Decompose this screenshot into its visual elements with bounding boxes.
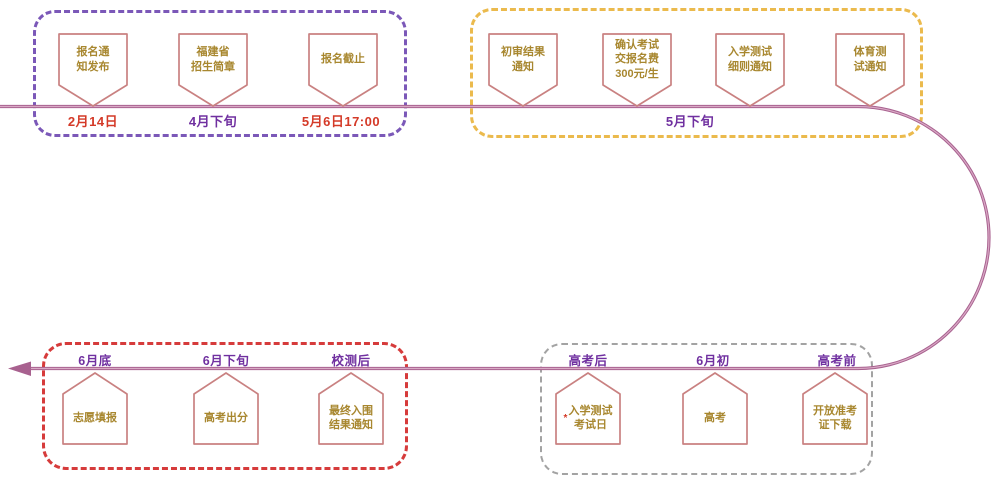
banner-admission-ticket-download: 开放准考 证下载 — [802, 372, 868, 445]
label-late-june: 6月下旬 — [202, 354, 250, 368]
required-asterisk: * — [563, 412, 568, 424]
final-stage-box — [42, 342, 408, 470]
label-after-gaokao: 高考后 — [568, 354, 608, 368]
pennant-shape — [802, 372, 868, 445]
pennant-shape — [555, 372, 621, 445]
review-stage-box — [470, 8, 923, 138]
pennant-shape — [62, 372, 128, 445]
pennant-shape — [602, 33, 672, 107]
banner-text: 报名截止 — [321, 53, 365, 66]
banner-pe-test-notice: 体育测 试通知 — [835, 33, 905, 107]
banner-text: 志愿填报 — [73, 411, 117, 424]
pennant-shape — [178, 33, 248, 107]
pennant-shape — [715, 33, 785, 107]
banner-entrance-test-day: *入学测试 考试日 — [555, 372, 621, 445]
date-label-feb14: 2月14日 — [67, 114, 119, 129]
banner-final-shortlist-result: 最终入围 结果通知 — [318, 372, 384, 445]
date-label-late-may: 5月下旬 — [665, 114, 715, 129]
banner-entrance-test-rules: 入学测试 细则通知 — [715, 33, 785, 107]
pennant-shape — [308, 33, 378, 107]
timeline-line-highlight — [0, 105, 990, 370]
banner-registration-notice: 报名通 知发布 — [58, 33, 128, 107]
label-after-campus-test: 校测后 — [331, 354, 371, 368]
banner-text: 福建省 招生简章 — [191, 46, 235, 73]
pennant-shape — [488, 33, 558, 107]
label-end-of-june: 6月底 — [78, 354, 112, 368]
banner-text: *入学测试 考试日 — [557, 394, 619, 442]
date-label-late-april: 4月下旬 — [188, 114, 238, 129]
banner-text: 高考出分 — [204, 411, 248, 424]
banner-text: 高考 — [704, 411, 726, 424]
pennant-shape — [835, 33, 905, 107]
pennant-shape — [318, 372, 384, 445]
date-label-may6-deadline: 5月6日17:00 — [301, 114, 381, 129]
pennant-shape — [682, 372, 748, 445]
banner-initial-review-result: 初审结果 通知 — [488, 33, 558, 107]
banner-gaokao: 高考 — [682, 372, 748, 445]
banner-text: 体育测 试通知 — [853, 46, 887, 73]
banner-text: 确认考试 交报名费 300元/生 — [615, 39, 659, 80]
banner-volunteer-filling: 志愿填报 — [62, 372, 128, 445]
label-before-gaokao: 高考前 — [817, 354, 857, 368]
banner-text-main: 入学测试 考试日 — [568, 404, 613, 431]
banner-fujian-admission-guide: 福建省 招生简章 — [178, 33, 248, 107]
banner-registration-deadline: 报名截止 — [308, 33, 378, 107]
timeline-line — [0, 104, 991, 371]
pennant-shape — [58, 33, 128, 107]
banner-gaokao-score-release: 高考出分 — [193, 372, 259, 445]
banner-confirm-exam-fee: 确认考试 交报名费 300元/生 — [602, 33, 672, 107]
arrowhead-left-icon — [8, 361, 31, 376]
banner-text: 开放准考 证下载 — [813, 404, 857, 431]
banner-text: 报名通 知发布 — [76, 46, 110, 73]
exam-stage-box — [540, 343, 873, 475]
banner-text: 入学测试 细则通知 — [728, 46, 772, 73]
pennant-shape — [193, 372, 259, 445]
banner-text: 最终入围 结果通知 — [329, 404, 373, 431]
label-early-june: 6月初 — [696, 354, 730, 368]
registration-stage-box — [33, 10, 407, 137]
banner-text: 初审结果 通知 — [501, 46, 545, 73]
